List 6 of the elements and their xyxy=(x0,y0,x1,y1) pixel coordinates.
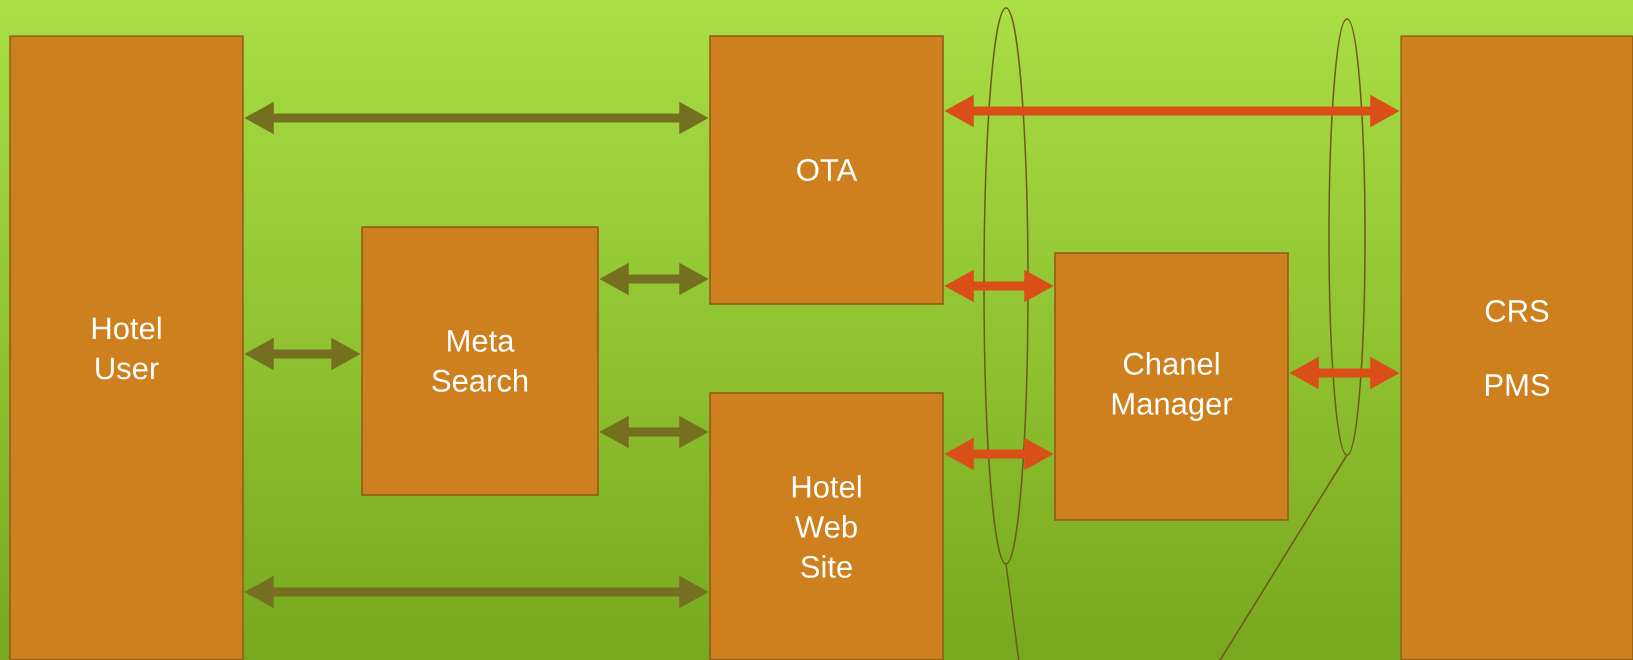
process-box: Meta Search xyxy=(361,226,599,496)
process-box: Hotel Web Site xyxy=(709,392,944,660)
process-box: Chanel Manager xyxy=(1054,252,1289,521)
process-box: CRS PMS xyxy=(1400,35,1633,660)
process-box: OTA xyxy=(709,35,944,305)
process-box: Hotel User xyxy=(9,35,244,660)
